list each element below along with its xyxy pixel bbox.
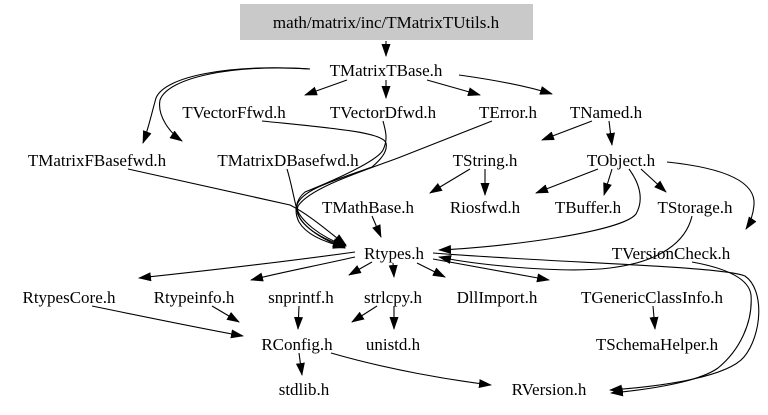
node-TSchemaHelper[interactable]: TSchemaHelper.h <box>595 334 719 354</box>
edge-TMatrixDBasefwd-to-Rtypes <box>286 168 347 247</box>
edge-TObject-to-TBuffer <box>603 168 613 196</box>
edge-TMatrixTBase-to-TError <box>426 79 481 97</box>
edge-TString-to-TMathBase <box>429 168 471 194</box>
edge-TError-to-Rtypes <box>297 120 493 249</box>
edge-Rtypes-to-DllImport <box>416 262 446 278</box>
edge-TObject-to-Riosfwd <box>535 168 599 194</box>
edge-TStorage-to-Rtypes <box>438 215 693 271</box>
edge-TNamed-to-TString <box>541 120 593 141</box>
node-TVectorDfwd[interactable]: TVectorDfwd.h <box>329 102 437 122</box>
edge-TVectorDfwd-to-Rtypes <box>295 120 387 249</box>
edge-TNamed-to-TObject <box>606 120 615 146</box>
edge-TMatrixTBase-to-TVectorFfwd <box>304 79 348 96</box>
node-TMatrixTUtils: math/matrix/inc/TMatrixTUtils.h <box>239 4 533 40</box>
node-Rtypes[interactable]: Rtypes.h <box>364 243 424 263</box>
node-unistd[interactable]: unistd.h <box>365 334 421 354</box>
edge-TMatrixTBase-to-TMatrixDBasefwd <box>159 67 311 142</box>
edge-TObject-to-TVersionCheck <box>666 161 757 230</box>
node-TStorage[interactable]: TStorage.h <box>657 197 733 217</box>
edge-TMathBase-to-Rtypes <box>371 215 382 238</box>
edge-Rtypes-to-RVersion <box>432 252 760 394</box>
node-TGenericClassInfo[interactable]: TGenericClassInfo.h <box>580 287 724 307</box>
edge-Rtypes-to-Rtypeinfo <box>250 256 356 282</box>
node-TMathBase[interactable]: TMathBase.h <box>321 197 415 217</box>
node-stdlib[interactable]: stdlib.h <box>278 379 330 399</box>
edge-Rtypes-to-TGenericClassInfo <box>432 258 550 283</box>
node-Riosfwd[interactable]: Riosfwd.h <box>449 197 521 217</box>
edge-TMatrixTBase-to-TNamed <box>458 74 553 95</box>
node-TMatrixTBase[interactable]: TMatrixTBase.h <box>329 60 443 80</box>
edge-snprintf-to-RConfig <box>294 305 304 330</box>
node-TVersionCheck[interactable]: TVersionCheck.h <box>611 243 731 263</box>
edge-Rtypeinfo-to-RConfig <box>211 305 240 323</box>
node-TMatrixFBasefwd[interactable]: TMatrixFBasefwd.h <box>27 150 167 170</box>
node-RConfig[interactable]: RConfig.h <box>261 334 333 354</box>
node-TBuffer[interactable]: TBuffer.h <box>554 197 622 217</box>
node-TMatrixDBasefwd[interactable]: TMatrixDBasefwd.h <box>217 150 359 170</box>
edge-RConfig-to-stdlib <box>295 352 305 376</box>
edge-RConfig-to-RVersion <box>330 352 492 389</box>
edge-strlcpy-to-RConfig <box>351 305 378 323</box>
edge-Rtypes-to-snprintf <box>348 261 373 276</box>
node-TError[interactable]: TError.h <box>478 102 538 122</box>
edge-TGenericClassInfo-to-TSchemaHelper <box>649 305 659 330</box>
node-strlcpy[interactable]: strlcpy.h <box>364 287 422 307</box>
node-TObject[interactable]: TObject.h <box>586 150 656 170</box>
node-TVectorFfwd[interactable]: TVectorFfwd.h <box>182 102 286 122</box>
node-RVersion[interactable]: RVersion.h <box>511 379 587 399</box>
edge-RtypesCore-to-RConfig <box>91 305 244 339</box>
node-snprintf[interactable]: snprintf.h <box>268 287 334 307</box>
node-RtypesCore[interactable]: RtypesCore.h <box>22 287 116 307</box>
edge-TObject-to-Rtypes <box>438 168 641 254</box>
edge-TVersionCheck-to-RVersion <box>610 261 752 397</box>
node-TString[interactable]: TString.h <box>452 150 518 170</box>
node-Rtypeinfo[interactable]: Rtypeinfo.h <box>153 287 235 307</box>
edge-Rtypes-to-RtypesCore <box>138 251 356 282</box>
node-TNamed[interactable]: TNamed.h <box>569 102 643 122</box>
edge-TObject-to-TStorage <box>640 168 667 193</box>
node-DllImport[interactable]: DllImport.h <box>456 287 538 307</box>
edge-Rtypes-to-strlcpy <box>388 262 398 278</box>
